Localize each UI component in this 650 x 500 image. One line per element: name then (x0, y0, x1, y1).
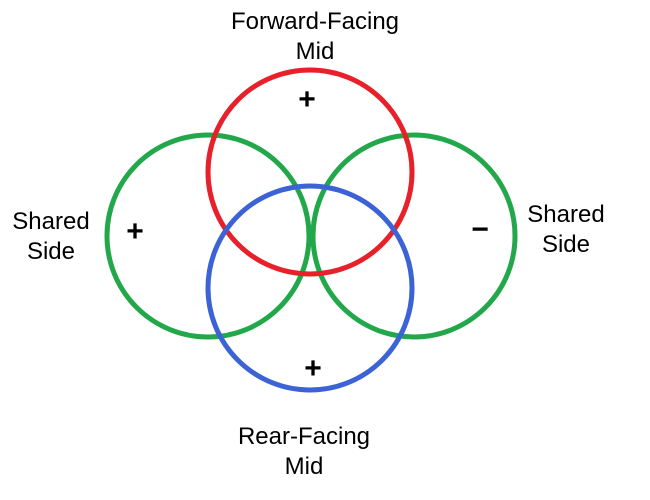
rear-facing-mid-label-line-1: Rear-Facing (237, 423, 371, 450)
forward-mid-circle (205, 67, 415, 277)
right-shared-side-label-line-2: Side (541, 231, 591, 258)
forward-mid-plus-sign: + (298, 83, 316, 116)
right-shared-side-circle (310, 132, 518, 340)
left-shared-side-label-line-1: Shared (12, 208, 90, 235)
rear-facing-mid-label: Rear-Facing Mid (154, 422, 454, 482)
rear-facing-mid-label-line-2: Mid (284, 453, 324, 480)
right-shared-side-label: Shared Side (518, 200, 614, 260)
forward-facing-mid-label: Forward-Facing Mid (165, 7, 465, 67)
left-shared-side-circle (104, 132, 312, 340)
rear-mid-circle (205, 183, 415, 393)
right-side-minus-sign: − (471, 213, 489, 246)
right-shared-side-label-line-1: Shared (527, 201, 605, 228)
left-shared-side-label-line-2: Side (26, 238, 76, 265)
left-side-plus-sign: + (126, 215, 144, 248)
forward-facing-mid-label-line-1: Forward-Facing (230, 8, 400, 35)
rear-mid-plus-sign: + (304, 352, 322, 385)
forward-facing-mid-label-line-2: Mid (295, 38, 335, 65)
left-shared-side-label: Shared Side (3, 207, 99, 267)
